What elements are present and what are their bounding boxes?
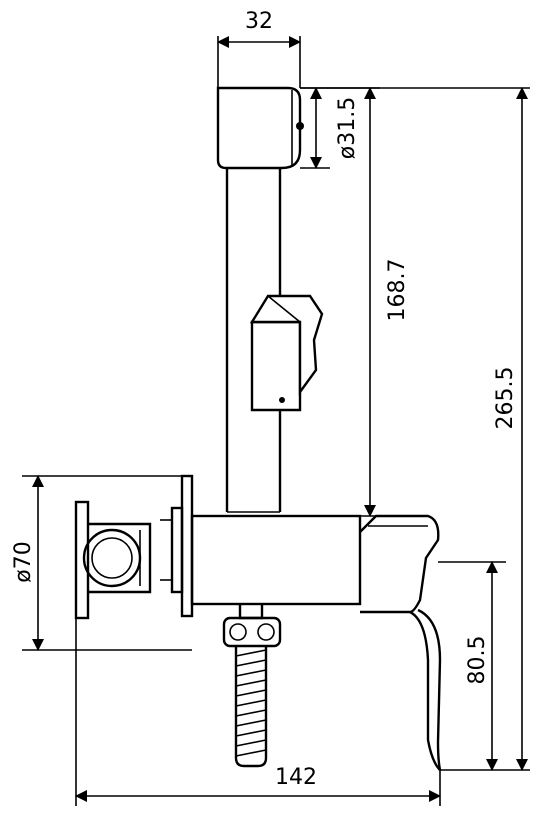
dimension-shaft-height: 168.7 [300, 87, 410, 517]
dimension-label-168-7: 168.7 [385, 259, 410, 322]
dimension-label-o70: ø70 [11, 541, 36, 582]
wall-flange [160, 474, 194, 618]
dimension-lever-height: 80.5 [438, 561, 506, 771]
lever-handle [359, 514, 442, 771]
dimension-flange-diameter: ø70 [11, 475, 192, 651]
dimension-total-height: 265.5 [330, 87, 530, 771]
dimension-label-80-5: 80.5 [465, 636, 490, 685]
dimension-total-width: 142 [75, 618, 441, 806]
threaded-outlet [222, 604, 282, 768]
dimension-label-o31-5: ø31.5 [335, 97, 360, 159]
shower-head [216, 86, 304, 170]
dimension-head-width: 32 [217, 9, 301, 88]
dimension-label-265-5: 265.5 [493, 367, 518, 430]
dimension-label-32: 32 [245, 9, 273, 34]
mixer-body [190, 511, 362, 606]
holder-clip [249, 294, 324, 412]
dimension-label-142: 142 [275, 765, 317, 790]
dimension-head-diameter: ø31.5 [300, 87, 360, 169]
hose-connector [74, 500, 152, 620]
